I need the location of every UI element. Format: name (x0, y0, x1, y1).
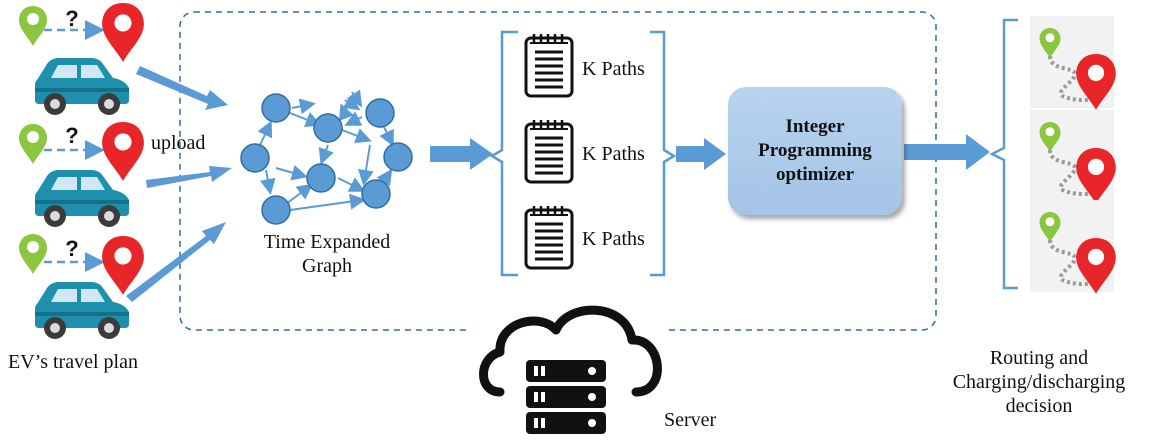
arrow-optimizer-to-decision (904, 134, 990, 170)
graph-label: Time Expanded Graph (222, 230, 432, 278)
time-expanded-graph (240, 89, 413, 225)
decision-label-line2: Charging/discharging (952, 371, 1126, 393)
document-icon (524, 118, 574, 184)
ev-request-1 (19, 3, 144, 115)
server-region (179, 11, 937, 331)
graph-label-line1: Time Expanded (263, 231, 391, 253)
optimizer-label-line1: Integer (785, 116, 845, 137)
destination-pin-icon (102, 3, 144, 62)
right-bracket (650, 30, 677, 277)
route-icon (1030, 200, 1116, 294)
k-paths-label-3: K Paths (582, 228, 645, 250)
route-icon (1030, 16, 1116, 110)
upload-label: upload (151, 132, 206, 154)
destination-pin-icon (102, 122, 144, 181)
travel-plan-label: EV’s travel plan (8, 351, 138, 373)
optimizer-label-line3: optimizer (775, 164, 855, 185)
decision-label: Routing and Charging/discharging decisio… (928, 346, 1150, 418)
car-icon (35, 58, 129, 115)
arrow-graph-to-paths (430, 138, 493, 170)
document-icon (524, 204, 574, 270)
origin-pin-icon (19, 234, 47, 274)
graph-label-line2: Graph (302, 255, 352, 277)
k-paths-label-1: K Paths (582, 58, 645, 80)
decision-bracket (989, 18, 1018, 290)
arrow-paths-to-optimizer (676, 138, 726, 170)
decision-label-line3: decision (1005, 395, 1073, 417)
document-icon (524, 32, 574, 98)
destination-pin-icon (102, 236, 144, 295)
server-label: Server (664, 409, 717, 431)
optimizer-label: Integer Programming optimizer (758, 115, 872, 187)
left-bracket (489, 30, 518, 277)
cloud-server-icon (479, 305, 662, 434)
origin-pin-icon (19, 124, 47, 164)
route-icon (1030, 110, 1116, 204)
car-icon (35, 282, 129, 339)
question-mark-1: ? (65, 6, 78, 31)
upload-arrows (126, 66, 232, 302)
k-paths-label-2: K Paths (582, 143, 645, 165)
car-icon (35, 170, 129, 227)
ev-request-2 (19, 122, 144, 227)
decision-label-line1: Routing and (989, 347, 1089, 369)
optimizer-label-line2: Programming (758, 140, 872, 161)
origin-pin-icon (19, 6, 47, 46)
ev-request-3 (19, 234, 144, 339)
optimizer-box: Integer Programming optimizer (728, 87, 902, 215)
question-mark-2: ? (65, 123, 78, 148)
question-mark-3: ? (65, 236, 78, 261)
